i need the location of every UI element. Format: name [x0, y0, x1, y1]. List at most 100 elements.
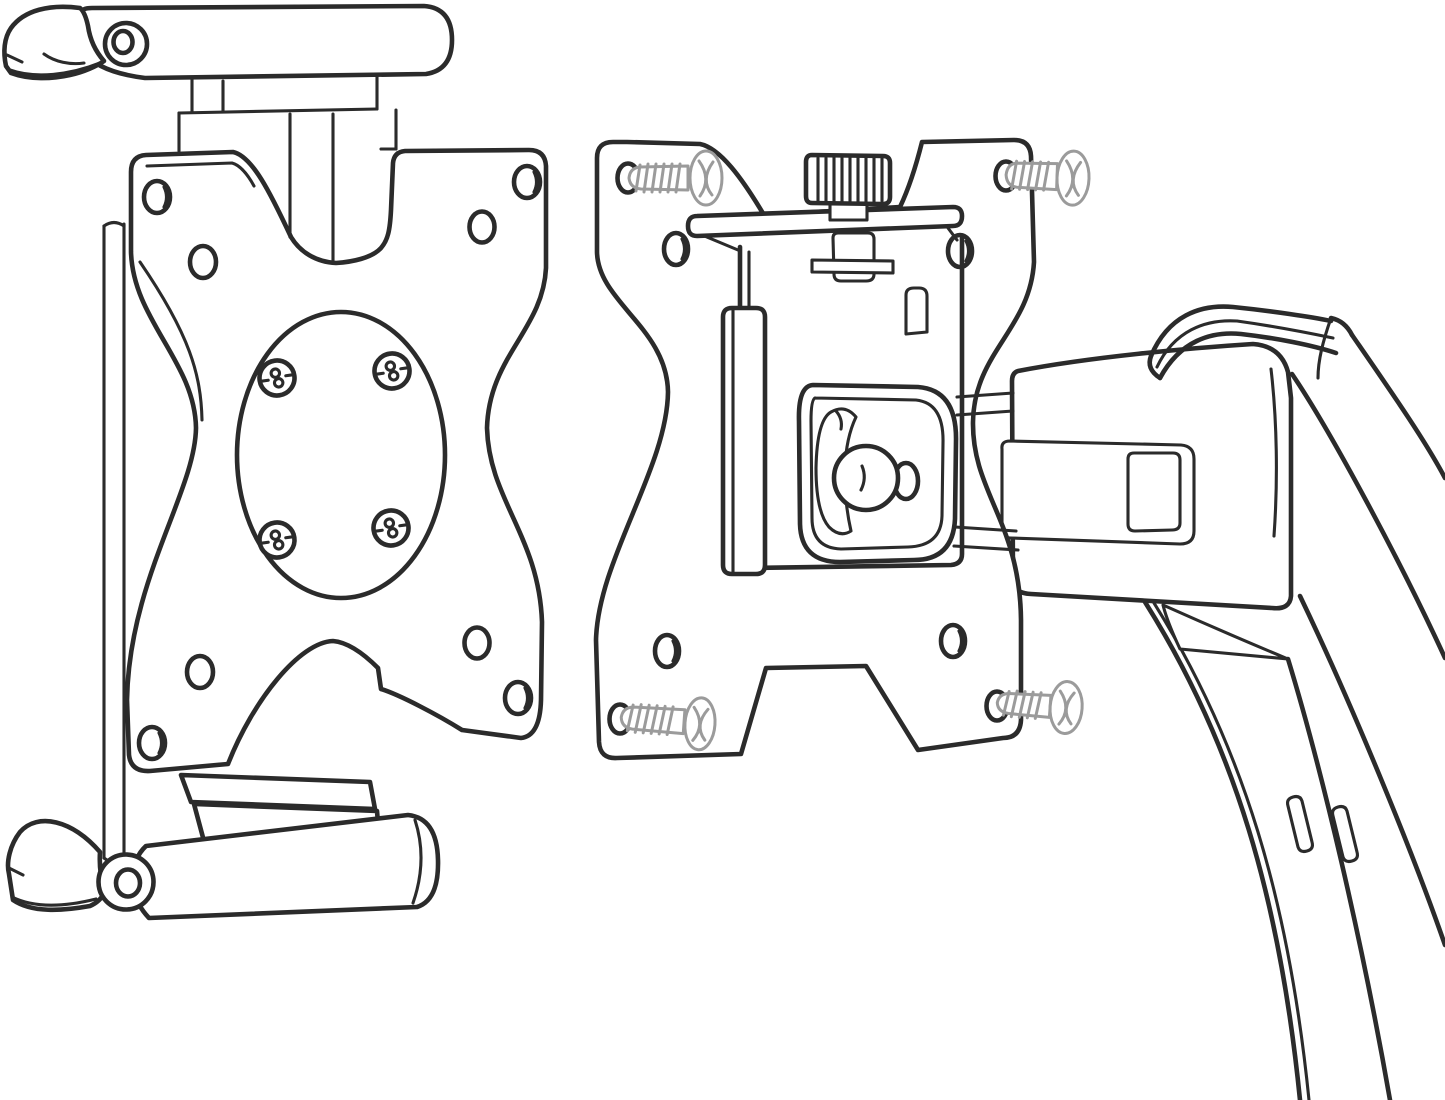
slide-rail-stub: [904, 286, 929, 336]
arm-post: [1316, 316, 1333, 380]
nut-flange: [810, 258, 895, 275]
arm-window: [1161, 603, 1290, 661]
socket-line: [955, 391, 1015, 399]
screw-cross: [272, 377, 285, 389]
screw-cross: [272, 539, 285, 551]
screw-dash: [375, 366, 409, 376]
screw-cross: [269, 367, 282, 379]
clamp-hook: [5, 818, 108, 913]
mounting-screw: [995, 680, 1084, 735]
screw-cross: [691, 705, 710, 742]
top-clamp-arm: [2, 3, 455, 81]
pivot-hole: [113, 867, 143, 899]
hook-strap: [1147, 304, 1355, 381]
thumbscrew-stem: [828, 202, 869, 222]
screw-dash: [260, 373, 294, 383]
strap-line: [1148, 304, 1334, 359]
hole-crescent: [162, 185, 169, 209]
monitor-arm-assembly: [1000, 304, 1445, 1100]
strap-line: [1155, 319, 1335, 369]
pivot-hole: [111, 28, 135, 56]
front-screw: [257, 520, 297, 560]
screw-threads: [1001, 689, 1043, 720]
hole-crescent: [671, 639, 678, 663]
arm-top-edge: [1349, 332, 1445, 481]
arm-edge: [1152, 601, 1311, 1100]
hook-tip-notch: [5, 53, 24, 64]
hole-crescent: [532, 170, 539, 194]
screw-cross: [697, 159, 715, 198]
arm-beam: [1142, 332, 1445, 1100]
hole-crescent: [523, 686, 530, 710]
plate-edge-detail: [138, 260, 204, 422]
arm-edge: [1142, 599, 1303, 1100]
strap-cap: [1147, 353, 1163, 381]
screw-dash: [374, 523, 408, 533]
hole-crescent: [157, 731, 164, 755]
arm-ridge: [1297, 593, 1445, 948]
adapter-plate-holes: [136, 163, 543, 762]
arm-ridge: [1289, 371, 1445, 661]
pivot-head: [796, 382, 1020, 565]
socket-line: [953, 525, 1018, 533]
rail-cap: [102, 220, 126, 228]
left-adapter-assembly: [2, 3, 549, 921]
front-screw: [371, 508, 411, 548]
hook-tip-notch: [7, 866, 25, 877]
tube-cap-line: [411, 818, 423, 905]
top-pedestal: [177, 75, 398, 153]
mounting-screw: [1004, 149, 1091, 207]
screw-dash: [260, 535, 294, 545]
mounting-screw: [619, 696, 717, 752]
hole-crescent: [957, 629, 964, 653]
screw-cross: [386, 527, 399, 539]
pivot-head-inner: [809, 396, 945, 551]
vesa-plate-assembly: [593, 137, 1091, 761]
screw-threads: [625, 703, 675, 737]
latch-button: [1126, 451, 1182, 533]
thumbscrew-knurl: [816, 155, 884, 204]
plate-edge-detail: [145, 161, 256, 188]
bottom-clamp-arm: [5, 772, 441, 921]
screw-cross: [387, 370, 400, 382]
pedestal-line: [177, 107, 379, 115]
screw-cross: [269, 529, 282, 541]
socket-line: [952, 544, 1020, 552]
hook-lip-line: [8, 61, 102, 77]
vesa-plate-holes: [607, 159, 1019, 736]
front-screw: [372, 351, 412, 391]
vesa-hole: [467, 209, 497, 245]
screw-threads: [1010, 159, 1051, 192]
thumbscrew: [803, 152, 893, 207]
quick-release-housing: [1000, 341, 1294, 611]
clamp-hook: [2, 4, 107, 81]
kidney-notch: [834, 409, 843, 431]
clamp-tube: [129, 812, 441, 921]
thumbscrew-bracket: [685, 152, 965, 283]
tilt-knob: [831, 443, 901, 513]
screw-cross: [384, 360, 397, 372]
release-latch: [1000, 439, 1196, 546]
vesa-hole: [462, 625, 492, 661]
front-screw: [257, 358, 297, 398]
housing-corner-line: [1269, 367, 1278, 538]
hole-crescent: [680, 237, 687, 261]
vesa-hole: [184, 653, 216, 691]
hook-inner-line: [42, 52, 86, 66]
pivot-hub: [96, 852, 156, 912]
arm-post: [1328, 315, 1355, 338]
screw-cross: [1057, 689, 1076, 726]
hole-crescent: [964, 239, 971, 263]
knob-mark: [859, 464, 866, 492]
side-rails: [102, 220, 126, 864]
screw-threads: [634, 162, 682, 194]
arm-slot: [1331, 804, 1359, 864]
arm-slot: [1286, 794, 1314, 854]
bracket-bar: [685, 204, 965, 239]
front-screws: [257, 351, 412, 560]
slide-bracket: [700, 226, 965, 577]
screw-cross: [1064, 159, 1083, 198]
corner-screws: [619, 149, 1091, 752]
